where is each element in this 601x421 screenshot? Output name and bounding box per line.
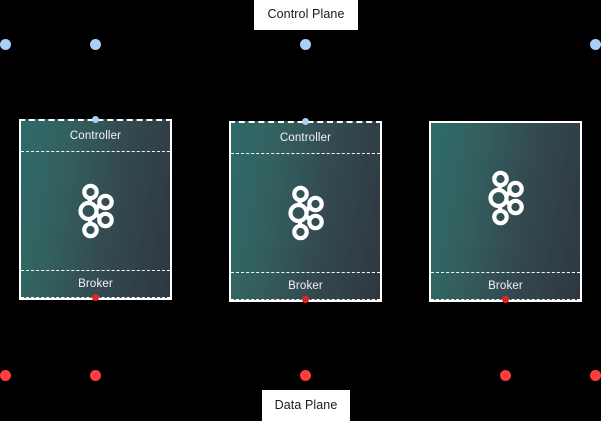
broker-section-label-2: Broker xyxy=(288,280,323,292)
node-3-data-connector-dot[interactable] xyxy=(502,296,509,303)
node-logo-area-2 xyxy=(231,154,380,273)
controller-section-2: Controller xyxy=(231,123,380,154)
broker-section-label-3: Broker xyxy=(488,280,523,292)
broker-node-panel-1[interactable]: Controller Broker xyxy=(19,119,172,300)
node-2-control-connector-dot[interactable] xyxy=(302,118,309,125)
control-plane-endpoint-dot-1[interactable] xyxy=(90,39,101,50)
kafka-logo-icon xyxy=(77,183,114,239)
control-plane-label: Control Plane xyxy=(254,0,358,30)
data-plane-label-text: Data Plane xyxy=(274,398,338,413)
node-1-data-connector-dot[interactable] xyxy=(92,294,99,301)
broker-node-panel-2[interactable]: Controller Broker xyxy=(229,121,382,302)
kafka-logo-icon xyxy=(287,185,324,241)
node-logo-area-1 xyxy=(21,152,170,271)
controller-section-1: Controller xyxy=(21,121,170,152)
data-plane-label: Data Plane xyxy=(262,390,350,421)
data-plane-endpoint-dot-1[interactable] xyxy=(90,370,101,381)
control-plane-label-text: Control Plane xyxy=(267,7,345,22)
data-plane-endpoint-dot-3[interactable] xyxy=(500,370,511,381)
node-logo-area-3 xyxy=(431,123,580,273)
data-plane-endpoint-dot-0[interactable] xyxy=(0,370,11,381)
control-plane-endpoint-dot-2[interactable] xyxy=(300,39,311,50)
controller-section-label-2: Controller xyxy=(279,132,332,144)
data-plane-endpoint-dot-4[interactable] xyxy=(590,370,601,381)
broker-section-label-1: Broker xyxy=(78,278,113,290)
node-2-data-connector-dot[interactable] xyxy=(302,296,309,303)
node-1-control-connector-dot[interactable] xyxy=(92,116,99,123)
control-plane-endpoint-dot-0[interactable] xyxy=(0,39,11,50)
broker-node-panel-3[interactable]: Broker xyxy=(429,121,582,302)
kafka-logo-icon xyxy=(487,170,524,225)
data-plane-endpoint-dot-2[interactable] xyxy=(300,370,311,381)
control-plane-endpoint-dot-3[interactable] xyxy=(590,39,601,50)
controller-section-label-1: Controller xyxy=(69,130,122,142)
